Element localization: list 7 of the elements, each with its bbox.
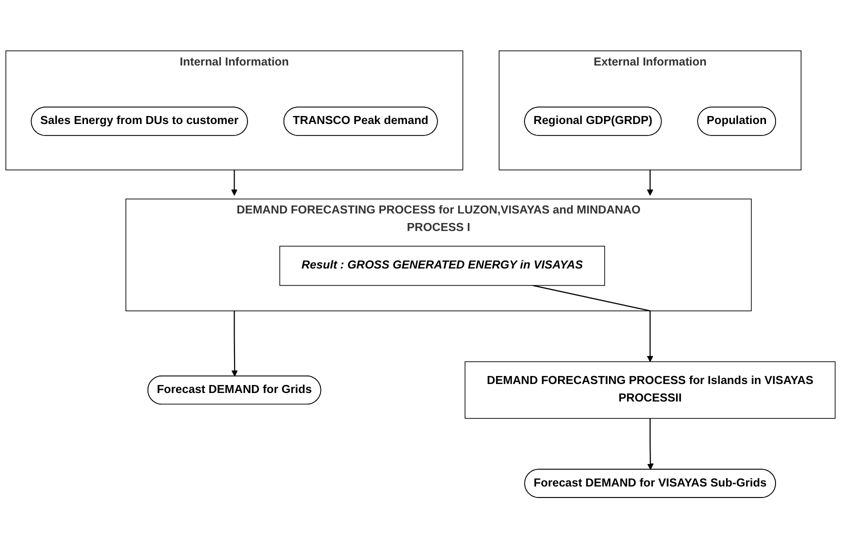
node-box: Result : GROSS GENERATED ENERGY in VISAYAS [279,246,606,286]
arrow [647,418,654,470]
arrow [231,170,238,196]
arrow [231,311,238,377]
arrow [646,170,654,196]
node-box: DEMAND FORECASTING PROCESS for Islands in VISAYAS PROCESSII [464,362,836,420]
arrow [532,285,654,362]
